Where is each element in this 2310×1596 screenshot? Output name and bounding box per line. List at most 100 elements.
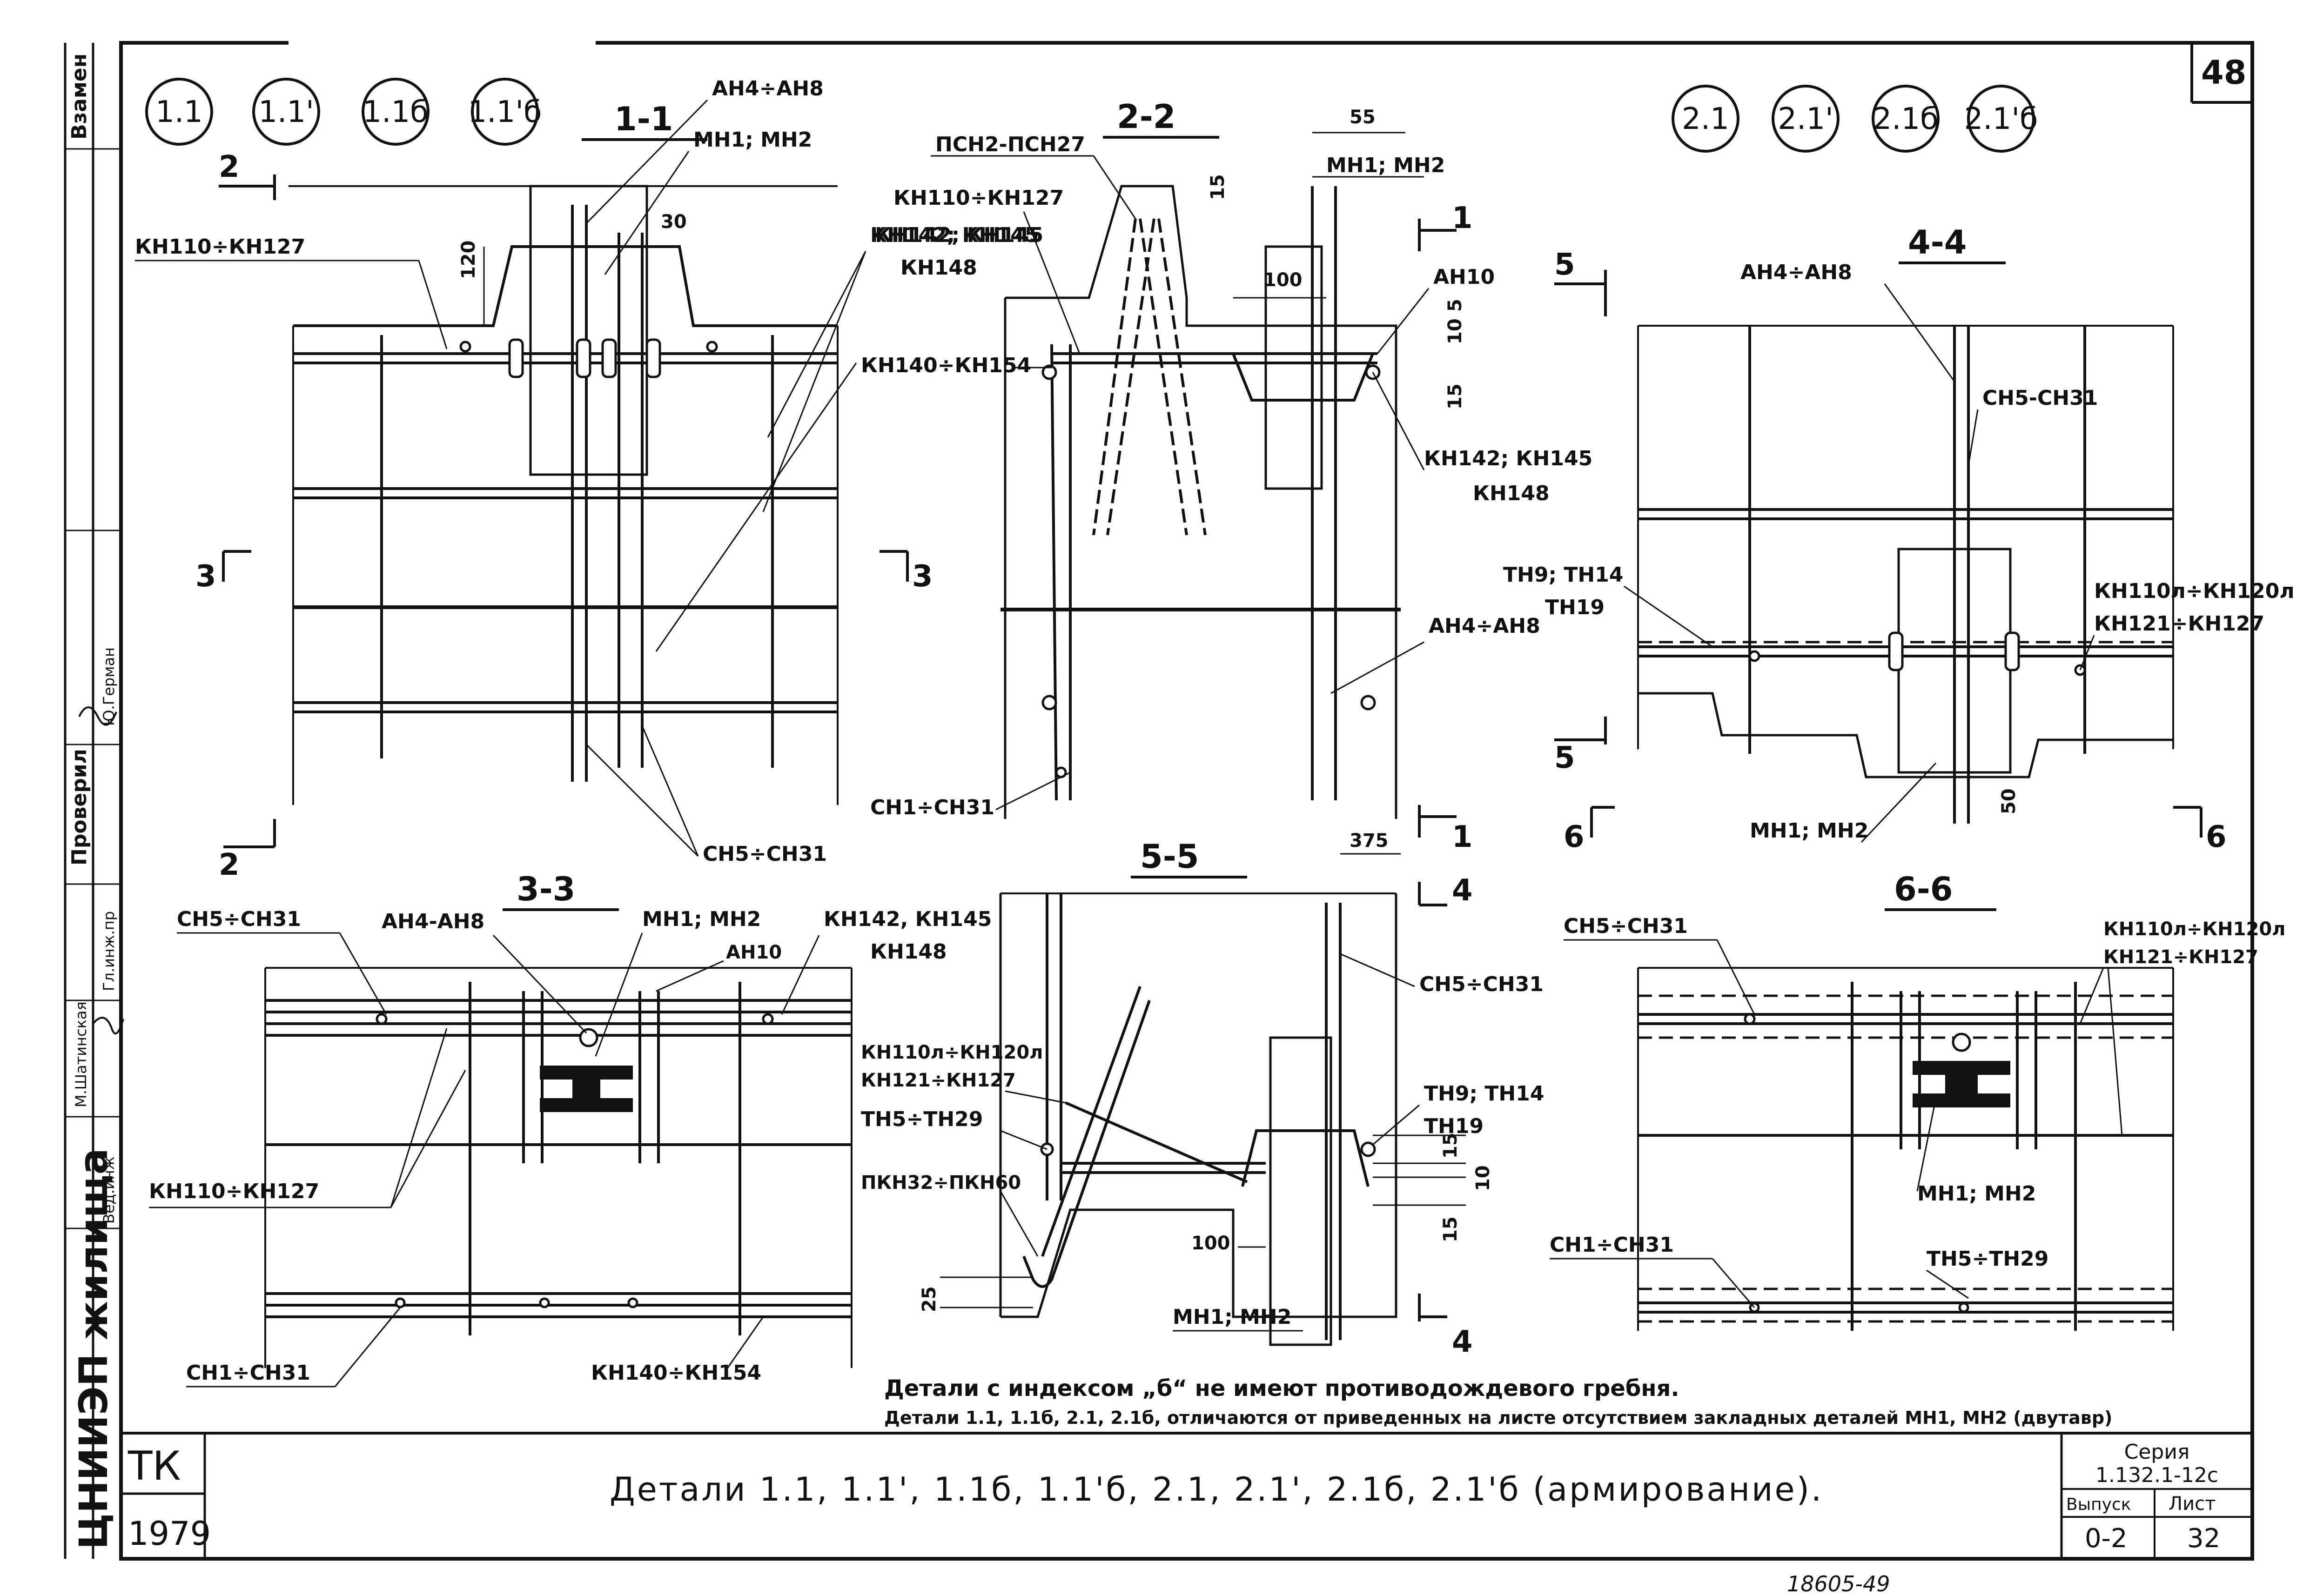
s3-label-cn5-cn31: СН5÷СН31	[177, 907, 301, 931]
s5-dim-100: 100	[1191, 1233, 1230, 1254]
s2-dim-100: 100	[1263, 269, 1303, 291]
s2-label-kn110-kn127: КН110÷КН127	[893, 186, 1064, 210]
s2-label-kn142-kn145-right: КН142; КН145	[1424, 447, 1592, 470]
sheet-label: Лист	[2169, 1493, 2216, 1515]
stamp-name-german: Ю.Герман	[100, 647, 118, 726]
detail-ref-1-1: 1.1	[155, 95, 203, 129]
s4-label-tn9-tn14: ТН9; ТН14	[1503, 563, 1623, 587]
issue-value: 0-2	[2085, 1523, 2127, 1554]
s2-label-kn140-kn154: КН140÷КН154	[861, 354, 1031, 377]
detail-ref-2-1b: 2.1б	[1873, 102, 1938, 136]
s6-label-kn121-kn127: КН121÷КН127	[2103, 946, 2258, 968]
s2-dim-15-bottom: 15	[1444, 383, 1466, 409]
s3-label-an10: АН10	[726, 942, 782, 963]
detail-ref-2-1: 2.1	[1682, 102, 1729, 136]
s4-label-cn5-cn31: СН5-СН31	[1982, 386, 2098, 410]
s1-label-an4-an8: АН4÷АН8	[712, 77, 824, 101]
s1-label-mn1-mn2: МН1; МН2	[693, 128, 812, 152]
s1-marker-3-left: 3	[195, 559, 216, 594]
detail-circles-group-2: 2.1 2.1' 2.1б 2.1'б	[1672, 85, 2038, 153]
s4-marker-6-right: 6	[2206, 820, 2227, 854]
s5-label-pkn32-pkn60: ПКН32÷ПКН60	[861, 1172, 1021, 1194]
s4-label-kn110l-kn120l: КН110л÷КН120л	[2094, 579, 2295, 603]
s1-dim-30: 30	[661, 211, 687, 233]
s1-label-kn148: КН148	[900, 256, 977, 280]
s6-label-kn110l-kn120l: КН110л÷КН120л	[2103, 919, 2285, 940]
s5-label-cn5-cn31: СН5÷СН31	[1419, 972, 1544, 996]
s5-dim-15-top: 15	[1440, 1133, 1461, 1159]
s2-label-kn148-right: КН148	[1473, 482, 1550, 505]
s6-label-cn5-cn31: СН5÷СН31	[1564, 914, 1688, 938]
s5-label-kn121-kn127: КН121÷КН127	[861, 1070, 1016, 1091]
s1-label-kn142-kn145: КН142; КН145	[870, 223, 1039, 247]
i-beam	[1913, 1061, 2010, 1107]
detail-ref-1-1p: 1.1'	[258, 95, 314, 129]
s2-dim-10: 10	[1444, 318, 1466, 344]
s4-marker-5-top: 5	[1554, 248, 1575, 282]
s3-label-kn148: КН148	[870, 940, 947, 964]
s4-label-tn19: ТН19	[1545, 596, 1605, 619]
stamp-replaces: Взамен	[67, 54, 91, 140]
detail-ref-2-1pb: 2.1'б	[1964, 102, 2038, 136]
stamp-name-shatinskaya: М.Шатинская	[72, 1001, 90, 1107]
s5-label-tn9-tn14: ТН9; ТН14	[1424, 1082, 1544, 1106]
s4-label-mn1-mn2: МН1; МН2	[1750, 819, 1868, 843]
issue-label: Выпуск	[2066, 1495, 2131, 1514]
s2-dim-55: 55	[1350, 107, 1376, 128]
org-code: ТК	[128, 1443, 181, 1489]
s2-label-cn1-cn31: СН1÷СН31	[870, 796, 994, 819]
s1-marker-2-bottom: 2	[219, 848, 240, 882]
section-title-4-4: 4-4	[1908, 223, 1967, 262]
year: 1979	[128, 1515, 211, 1553]
section-title-3-3: 3-3	[517, 870, 575, 908]
section-3-3: 3-3 СН5÷СН31 АН4-АН8 МН1; МН2 КН	[149, 870, 992, 1388]
s5-dim-15-bottom: 15	[1440, 1216, 1461, 1242]
stamp-role-chief: Гл.инж.пр	[100, 911, 118, 991]
s6-label-tn5-tn29: ТН5÷ТН29	[1927, 1247, 2048, 1271]
s3-label-cn1-cn31: СН1÷СН31	[186, 1361, 310, 1385]
s5-dim-25: 25	[919, 1286, 940, 1312]
section-title-2-2: 2-2	[1117, 98, 1175, 136]
s2-dim-5: 5	[1444, 299, 1466, 312]
s3-label-kn140-kn154: КН140÷КН154	[591, 1361, 761, 1385]
s2-label-an10: АН10	[1433, 265, 1495, 289]
note-1: Детали с индексом „б“ не имеют противодо…	[884, 1375, 1679, 1402]
s1-label-kn140-kn154: КН140÷КН154	[861, 354, 1031, 377]
stamp-institute: ЦНИИЭП жилища	[71, 1148, 116, 1549]
s5-dim-10: 10	[1472, 1165, 1494, 1191]
s3-label-an4-an8: АН4-АН8	[382, 910, 484, 933]
title-block: ТК 1979 Детали 1.1, 1.1', 1.1б, 1.1'б, 2…	[121, 1433, 2252, 1559]
s5-marker-4-bottom: 4	[1452, 1325, 1473, 1359]
s1-marker-3-right: 3	[912, 559, 933, 594]
section-title-5-5: 5-5	[1140, 838, 1199, 876]
s4-marker-6-left: 6	[1564, 820, 1585, 854]
s3-label-mn1-mn2: МН1; МН2	[642, 907, 761, 931]
s1-label-kn110-kn127: КН110÷КН127	[135, 235, 305, 259]
s3-label-kn110-kn127: КН110÷КН127	[149, 1180, 319, 1203]
s4-label-kn121-kn127: КН121÷КН127	[2094, 612, 2264, 636]
detail-ref-1-1b: 1.1б	[363, 95, 428, 129]
stamp-role-lead: Вед.инж	[100, 1157, 118, 1224]
section-4-4: 4-4 АН4÷АН8 СН5-СН31 ТН9; ТН14 ТН19 КН11…	[1503, 223, 2295, 854]
s2-label-an4-an8: АН4÷АН8	[1429, 614, 1540, 638]
signature-german	[78, 706, 117, 726]
signature-lead	[92, 1017, 124, 1035]
section-5-5: 5-5 СН5÷СН31 КН110л÷КН120л КН121÷КН127 Т…	[861, 838, 1544, 1359]
s4-dim-50: 50	[1998, 788, 2020, 814]
s2-label-mn1-mn2: МН1; МН2	[1326, 154, 1445, 177]
s6-label-cn1-cn31: СН1÷СН31	[1550, 1233, 1674, 1257]
s2-label-kn142-kn145: КН142; КН145	[875, 223, 1043, 247]
section-title-1-1: 1-1	[614, 100, 673, 138]
stamp-checked: Проверил	[67, 749, 91, 865]
section-2-2: 2-2 ПСН2-ПСН27 КН110÷КН127 КН142; КН145 …	[861, 98, 1592, 855]
s5-label-kn110l-kn120l: КН110л÷КН120л	[861, 1042, 1043, 1063]
sheet-value: 32	[2187, 1523, 2220, 1554]
section-title-6-6: 6-6	[1894, 870, 1953, 908]
series-label: Серия	[2124, 1440, 2190, 1464]
drawing-frame	[119, 41, 2254, 1561]
s4-marker-5-bottom: 5	[1554, 741, 1575, 775]
s2-dim-375: 375	[1350, 830, 1389, 852]
s6-label-mn1-mn2: МН1; МН2	[1917, 1182, 2036, 1206]
s5-label-mn1-mn2: МН1; МН2	[1173, 1305, 1291, 1329]
